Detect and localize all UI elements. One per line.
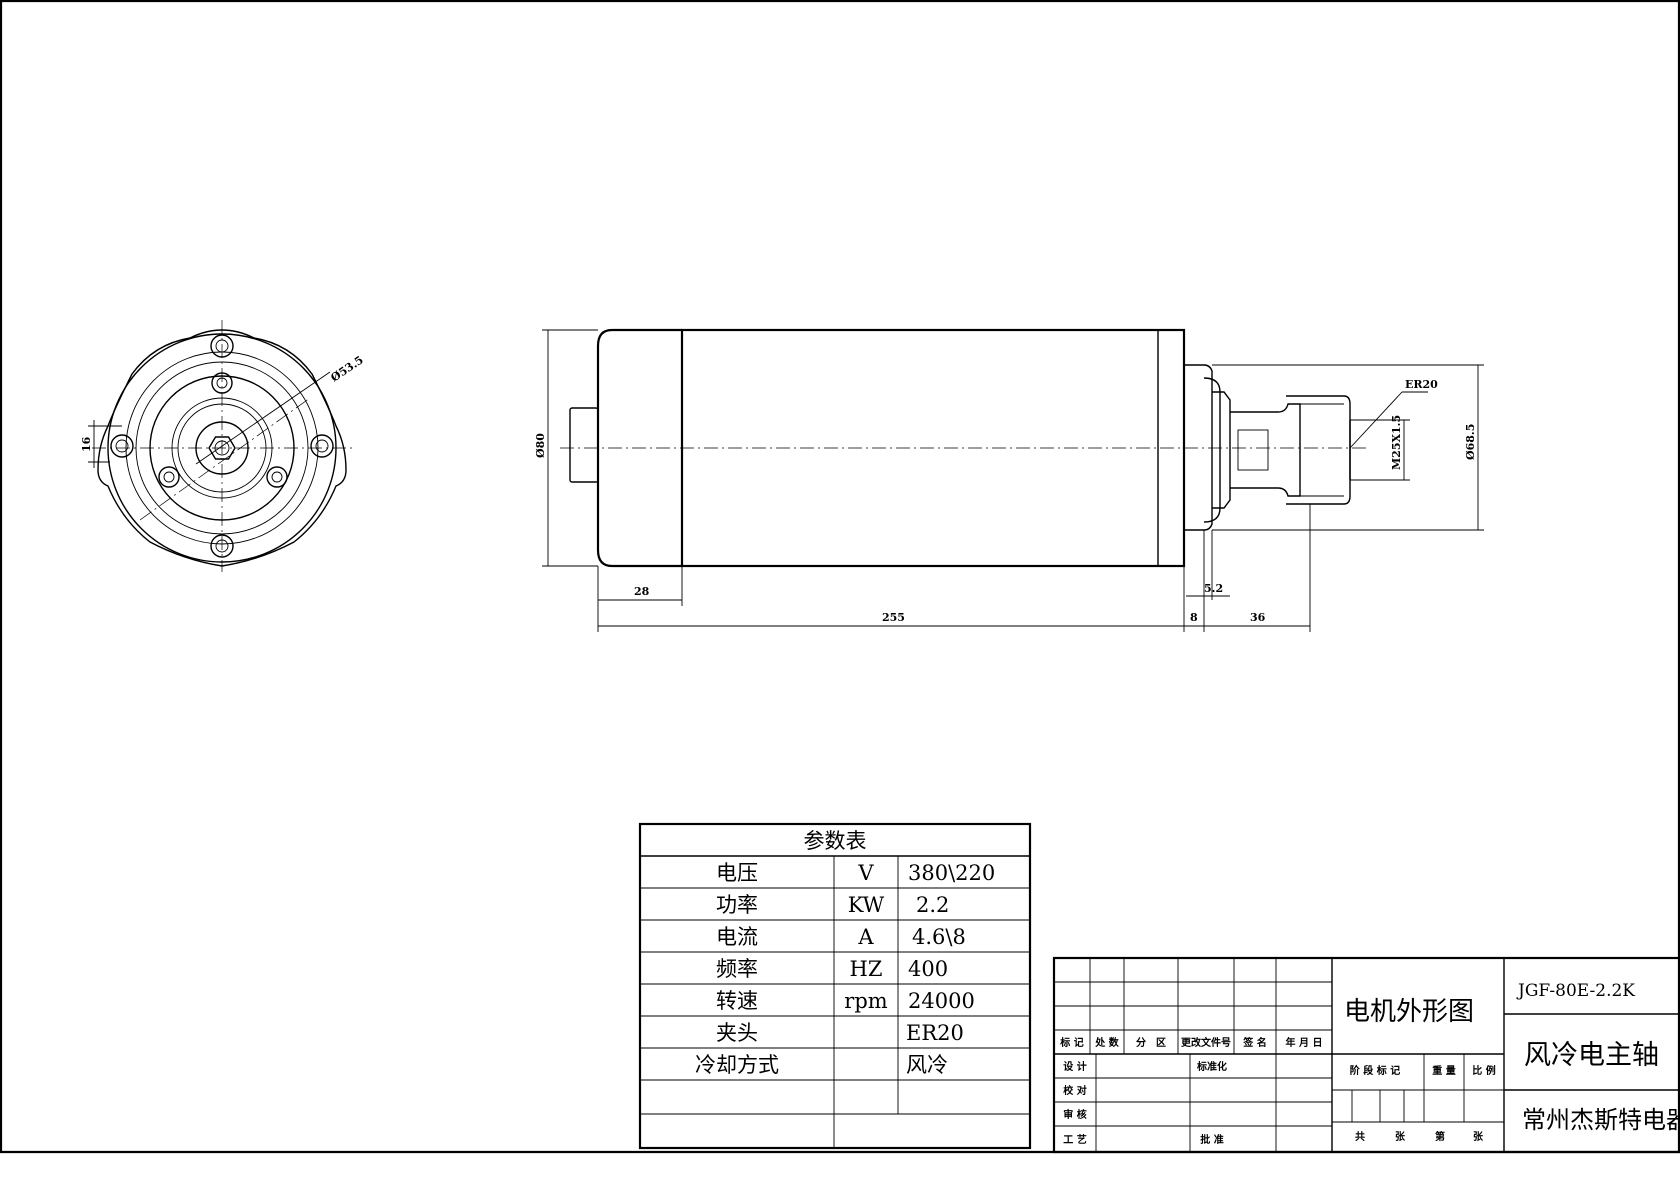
drawing-frame xyxy=(0,0,1680,1154)
param-name-collet: 夹头 xyxy=(716,1021,758,1045)
hex-socket xyxy=(208,436,236,460)
company-name: 常州杰斯特电器 xyxy=(1522,1106,1680,1134)
end-view: Ø53.5 16 xyxy=(80,320,366,572)
param-unit-speed: rpm xyxy=(844,989,887,1013)
end-view-diagonal-centerline xyxy=(139,397,311,521)
inner-hole-right xyxy=(266,466,288,488)
label-check: 校 对 xyxy=(1063,1084,1086,1097)
label-total: 共 xyxy=(1355,1130,1365,1143)
label-review: 审 核 xyxy=(1063,1108,1086,1121)
label-sheets-1: 张 xyxy=(1395,1130,1406,1143)
flange-circle-dimension: Ø53.5 xyxy=(328,353,365,384)
step-length-dimension: 5.2 xyxy=(1204,582,1223,595)
label-date: 年 月 日 xyxy=(1286,1036,1323,1049)
product-name: 风冷电主轴 xyxy=(1524,1040,1659,1071)
title-block-border xyxy=(1052,956,1680,1154)
wrench-flat xyxy=(1237,429,1269,471)
param-name-cooling: 冷却方式 xyxy=(695,1053,779,1077)
label-change-doc: 更改文件号 xyxy=(1181,1036,1231,1049)
label-mark: 标 记 xyxy=(1059,1036,1083,1049)
bolt-offset-dimension: 16 xyxy=(80,436,93,452)
cap-length-dimension: 28 xyxy=(634,585,650,598)
label-sign: 签 名 xyxy=(1242,1036,1266,1049)
label-stage-mark: 阶 段 标 记 xyxy=(1350,1064,1400,1077)
front-nose xyxy=(1203,377,1221,523)
nut-length-dimension: 36 xyxy=(1250,611,1266,624)
label-design: 设 计 xyxy=(1063,1060,1086,1073)
model-number: JGF-80E-2.2K xyxy=(1516,981,1635,1001)
bearing-cap xyxy=(1212,391,1231,509)
param-value-power: 2.2 xyxy=(916,893,949,917)
drawing-name: 电机外形图 xyxy=(1344,997,1474,1027)
nose-diameter-dimension: Ø68.5 xyxy=(1464,424,1477,460)
rear-connector xyxy=(569,407,599,483)
side-view: Ø80 ER20 M25X1.5 Ø68.5 28 255 8 36 5.2 xyxy=(534,328,1484,632)
body-diameter-dimension: Ø80 xyxy=(534,433,547,458)
front-shoulder xyxy=(1184,364,1213,531)
param-value-speed: 24000 xyxy=(908,989,975,1013)
label-sheet-no: 第 xyxy=(1435,1130,1445,1143)
collet-nut xyxy=(1286,395,1351,505)
param-name-frequency: 频率 xyxy=(716,957,758,981)
param-value-frequency: 400 xyxy=(908,957,948,981)
label-count: 处 数 xyxy=(1094,1036,1119,1049)
label-weight: 重 量 xyxy=(1432,1064,1455,1077)
label-scale: 比 例 xyxy=(1472,1064,1495,1077)
param-name-power: 功率 xyxy=(716,893,758,917)
param-value-current: 4.6\8 xyxy=(912,925,966,949)
flange-circle-leader xyxy=(195,371,331,465)
param-value-voltage: 380\220 xyxy=(908,861,995,885)
label-approve: 批 准 xyxy=(1200,1133,1223,1146)
title-block: 标 记 处 数 分 区 更改文件号 签 名 年 月 日 设 计 标准化 校 对 … xyxy=(1052,956,1680,1154)
parameter-table: 参数表 电压 V 380\220 功率 KW 2.2 电流 A 4.6\8 频率… xyxy=(638,822,1032,1150)
thread-dimension: M25X1.5 xyxy=(1390,415,1403,470)
mounting-hole-right xyxy=(310,434,334,458)
param-value-cooling: 风冷 xyxy=(906,1053,948,1077)
collet-label: ER20 xyxy=(1405,378,1438,391)
label-zone: 分 区 xyxy=(1136,1036,1166,1049)
param-table-title: 参数表 xyxy=(804,829,867,853)
param-value-collet: ER20 xyxy=(906,1021,964,1045)
label-process: 工 艺 xyxy=(1063,1133,1086,1146)
body-length-dimension: 255 xyxy=(882,611,905,624)
label-standardize: 标准化 xyxy=(1196,1060,1227,1073)
param-unit-frequency: HZ xyxy=(850,957,883,981)
param-unit-current: A xyxy=(857,925,874,949)
spindle-neck xyxy=(1230,403,1301,497)
label-sheets-2: 张 xyxy=(1473,1130,1484,1143)
param-name-current: 电流 xyxy=(716,925,758,949)
param-table-border xyxy=(638,822,1032,1150)
param-name-voltage: 电压 xyxy=(716,861,758,885)
neck-length-dimension: 8 xyxy=(1190,611,1198,624)
flange-outline xyxy=(97,329,347,567)
param-name-speed: 转速 xyxy=(716,989,758,1013)
param-unit-power: KW xyxy=(848,893,885,917)
inner-hole-left xyxy=(158,466,180,488)
mounting-hole-left xyxy=(110,434,134,458)
param-unit-voltage: V xyxy=(857,861,874,885)
